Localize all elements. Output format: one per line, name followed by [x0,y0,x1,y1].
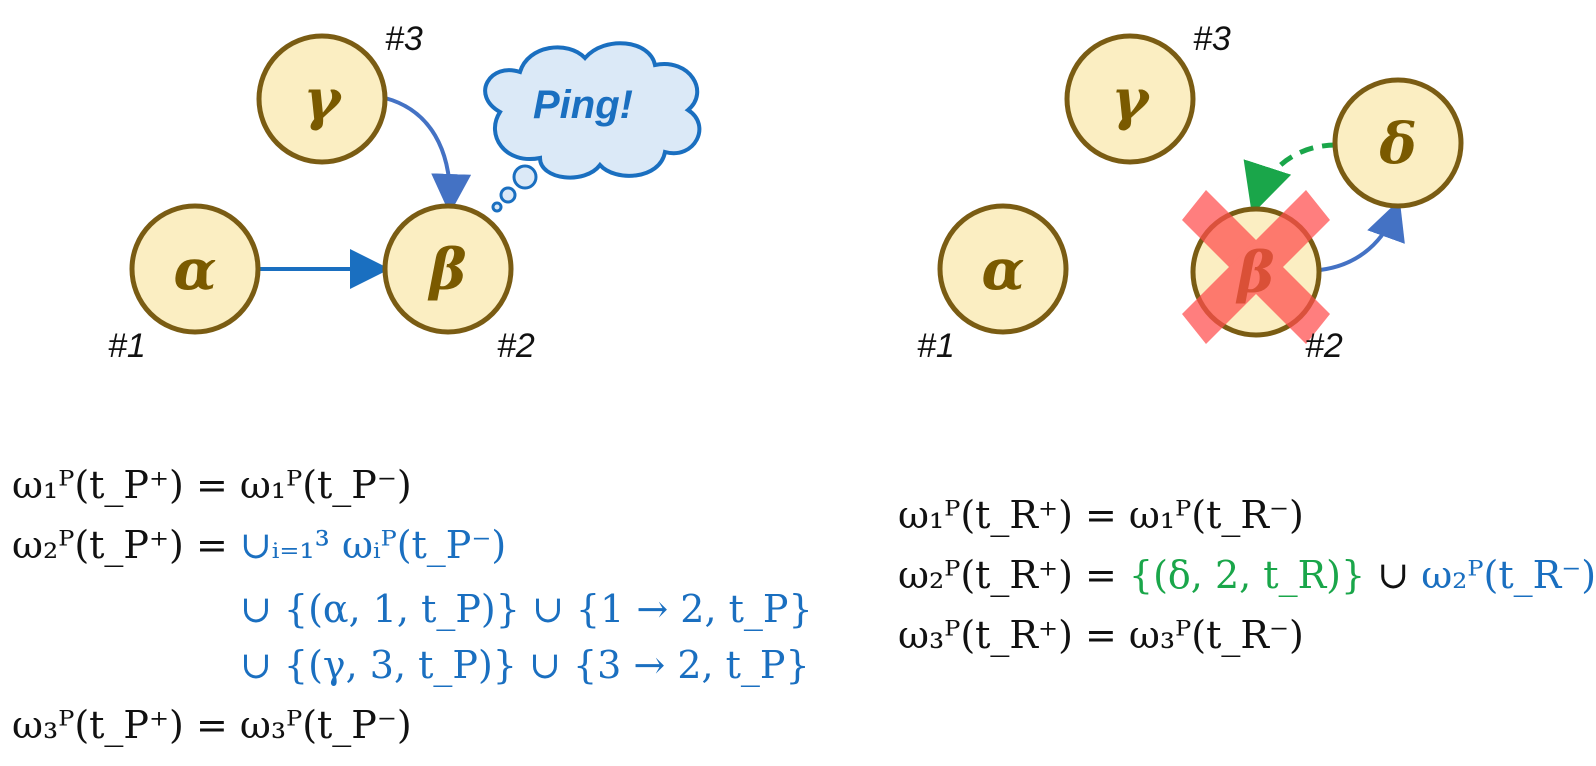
node-gamma: γ [256,33,388,165]
label-number-2: #2 [1305,327,1343,365]
svg-text:β: β [427,237,466,303]
svg-text:α: α [981,237,1024,303]
equation-right-3: ω₃ᴾ(t_R⁺) = ω₃ᴾ(t_R⁻) [898,613,1304,657]
svg-text:α: α [173,237,216,303]
equation-right-2: ω₂ᴾ(t_R⁺) = {(δ, 2, t_R)} ∪ ω₂ᴾ(t_R⁻) [898,553,1596,597]
label-number-2: #2 [497,327,535,365]
equation-right-1: ω₁ᴾ(t_R⁺) = ω₁ᴾ(t_R⁻) [898,493,1304,537]
node-delta: δ [1332,77,1464,209]
node-alpha: α [129,203,261,335]
arrow-beta-to-delta [1319,199,1405,272]
equation-left-1: ω₁ᴾ(t_P⁺) = ω₁ᴾ(t_P⁻) [12,463,412,507]
label-number-3: #3 [1193,20,1231,58]
equation-left-3: ∪ {(α, 1, t_P)} ∪ {1 → 2, t_P} [240,587,813,631]
failure-cross-icon [1182,190,1330,344]
label-number-1: #1 [108,327,146,365]
right-diagram: γ δ α β #3 #1 #2 [917,20,1464,365]
equation-left-5: ω₃ᴾ(t_P⁺) = ω₃ᴾ(t_P⁻) [12,703,412,747]
node-alpha: α [937,203,1069,335]
node-beta: β [382,203,514,335]
ping-thought-bubble: Ping! [483,41,702,213]
label-number-1: #1 [917,327,955,365]
equation-left-2: ω₂ᴾ(t_P⁺) = ∪ᵢ₌₁³ ωᵢᴾ(t_P⁻) [12,526,506,564]
ping-text: Ping! [533,83,633,127]
svg-text:δ: δ [1378,111,1416,177]
arrow-delta-to-beta [1243,142,1337,215]
equation-left-4: ∪ {(γ, 3, t_P)} ∪ {3 → 2, t_P} [240,643,810,687]
node-gamma: γ [1064,33,1196,165]
left-diagram: γ α β #3 #1 #2 Ping! [108,20,702,365]
equation-left-2-text: ω₂ᴾ(t_P⁺) = ∪ᵢ₌₁³ ωᵢᴾ(t_P⁻) [12,523,507,567]
svg-text:γ: γ [1112,67,1152,133]
label-number-3: #3 [385,20,423,58]
svg-text:γ: γ [304,67,344,133]
arrow-gamma-to-beta [384,96,472,214]
